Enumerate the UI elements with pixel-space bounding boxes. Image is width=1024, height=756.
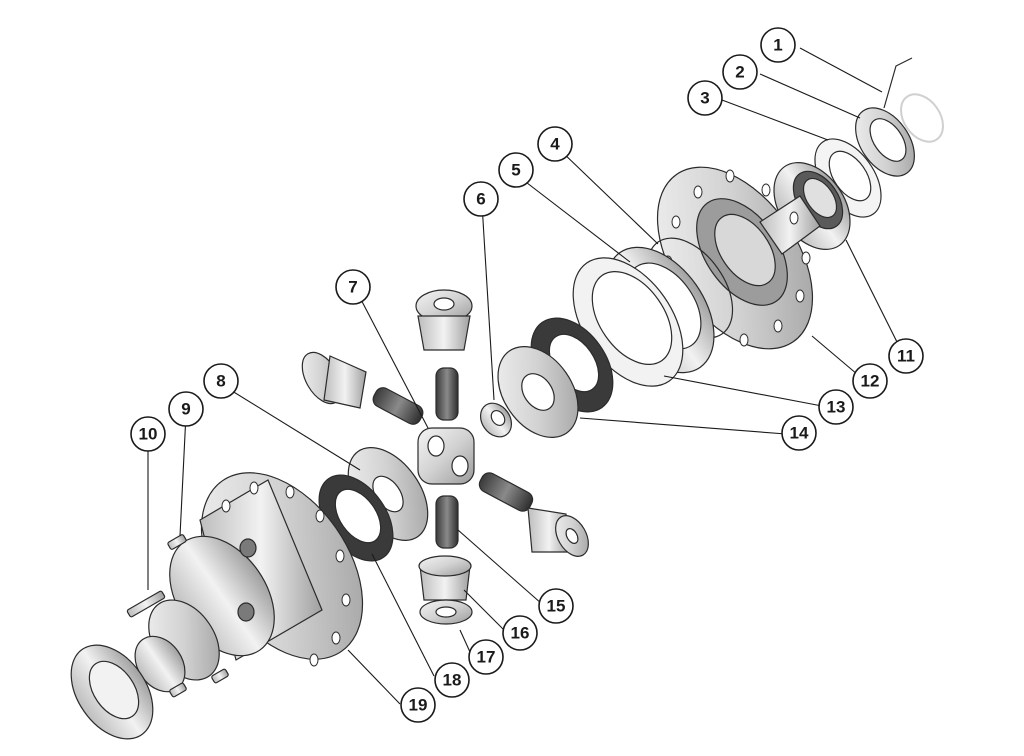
callout-1: 1: [760, 27, 796, 63]
pinion-gear-top: [415, 289, 473, 351]
svg-text:13: 13: [827, 398, 846, 417]
svg-text:15: 15: [547, 597, 566, 616]
svg-text:14: 14: [790, 424, 809, 443]
part-7-spider-block: [417, 427, 475, 485]
part-17-pinion-washer: [419, 599, 473, 625]
cross-pin-upper: [435, 367, 459, 421]
part-19-differential-case: [134, 472, 364, 693]
svg-text:12: 12: [861, 372, 880, 391]
callout-6: 6: [463, 181, 499, 217]
callout-19: 19: [400, 687, 436, 723]
svg-text:18: 18: [443, 671, 462, 690]
callout-8: 8: [203, 363, 239, 399]
svg-text:17: 17: [477, 648, 496, 667]
svg-text:4: 4: [550, 135, 560, 154]
callout-16: 16: [502, 615, 538, 651]
callout-15: 15: [538, 588, 574, 624]
side-gear-right: [497, 346, 579, 438]
part-1-snap-ring: [883, 57, 944, 143]
part-2-adjuster-ring: [855, 107, 915, 177]
parts-group: [70, 57, 944, 740]
svg-text:16: 16: [511, 624, 530, 643]
part-9-short-bolt: [167, 534, 187, 550]
svg-text:1: 1: [773, 36, 782, 55]
part-16-pinion-gear: [418, 555, 472, 601]
svg-text:6: 6: [476, 190, 485, 209]
callout-12: 12: [852, 363, 888, 399]
svg-text:7: 7: [348, 278, 357, 297]
callout-2: 2: [722, 54, 758, 90]
callout-5: 5: [498, 152, 534, 188]
part-13-clutch-pack: [572, 257, 684, 387]
svg-text:9: 9: [181, 400, 190, 419]
callout-3: 3: [687, 80, 723, 116]
part-6-bushing: [479, 402, 513, 438]
cross-pin-right: [478, 472, 534, 512]
callout-18: 18: [434, 662, 470, 698]
svg-text:10: 10: [139, 425, 158, 444]
pinion-gear-right: [527, 507, 589, 557]
part-10-long-bolt: [126, 590, 229, 698]
svg-text:3: 3: [700, 89, 709, 108]
cross-pin-left: [372, 387, 424, 425]
callout-11: 11: [888, 338, 924, 374]
svg-text:19: 19: [409, 696, 428, 715]
svg-text:11: 11: [897, 347, 915, 366]
callout-14: 14: [781, 415, 817, 451]
callout-13: 13: [818, 389, 854, 425]
svg-text:2: 2: [735, 63, 744, 82]
callout-10: 10: [130, 416, 166, 452]
case-bolt-holes: [221, 481, 351, 667]
callout-9: 9: [168, 391, 204, 427]
callout-4: 4: [537, 126, 573, 162]
svg-text:5: 5: [511, 161, 520, 180]
callout-17: 17: [468, 639, 504, 675]
pinion-gear-left: [301, 351, 367, 409]
svg-text:8: 8: [216, 372, 225, 391]
callout-7: 7: [335, 269, 371, 305]
leader-lines: [147, 47, 903, 705]
part-15-cross-pin-lower: [435, 495, 459, 549]
bearing-left: [70, 644, 154, 740]
